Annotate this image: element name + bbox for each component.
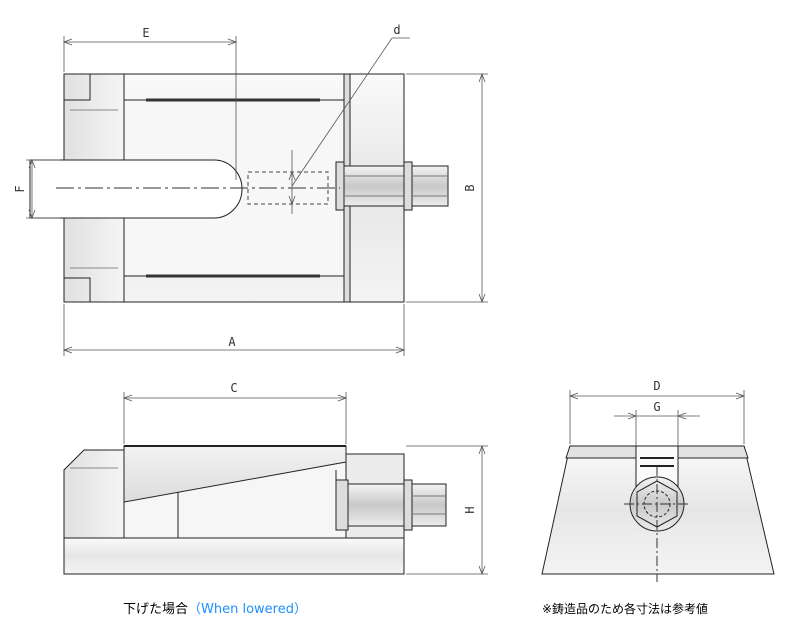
label-f: F [13,185,27,192]
top-view-dimensions [26,36,488,356]
label-h: H [463,506,477,513]
top-view [29,73,449,303]
label-e: E [142,26,149,40]
label-b: B [463,184,477,191]
caption-when-lowered: 下げた場合（When lowered） [123,598,307,617]
label-g: G [653,400,660,414]
front-view [541,445,775,582]
label-d-large: D [653,379,660,393]
label-d-small: d [393,23,400,37]
dimension-labels: E d A B F C H D G [13,23,661,514]
caption-jp: 下げた場合 [123,602,189,617]
side-view-dimensions [122,392,488,576]
caption-en: （When lowered） [188,602,307,617]
front-view-dimensions [568,390,746,446]
label-a: A [228,335,236,349]
caption-note: ※鋳造品のため各寸法は参考値 [542,602,709,616]
side-view [63,445,447,575]
label-c: C [230,381,237,395]
